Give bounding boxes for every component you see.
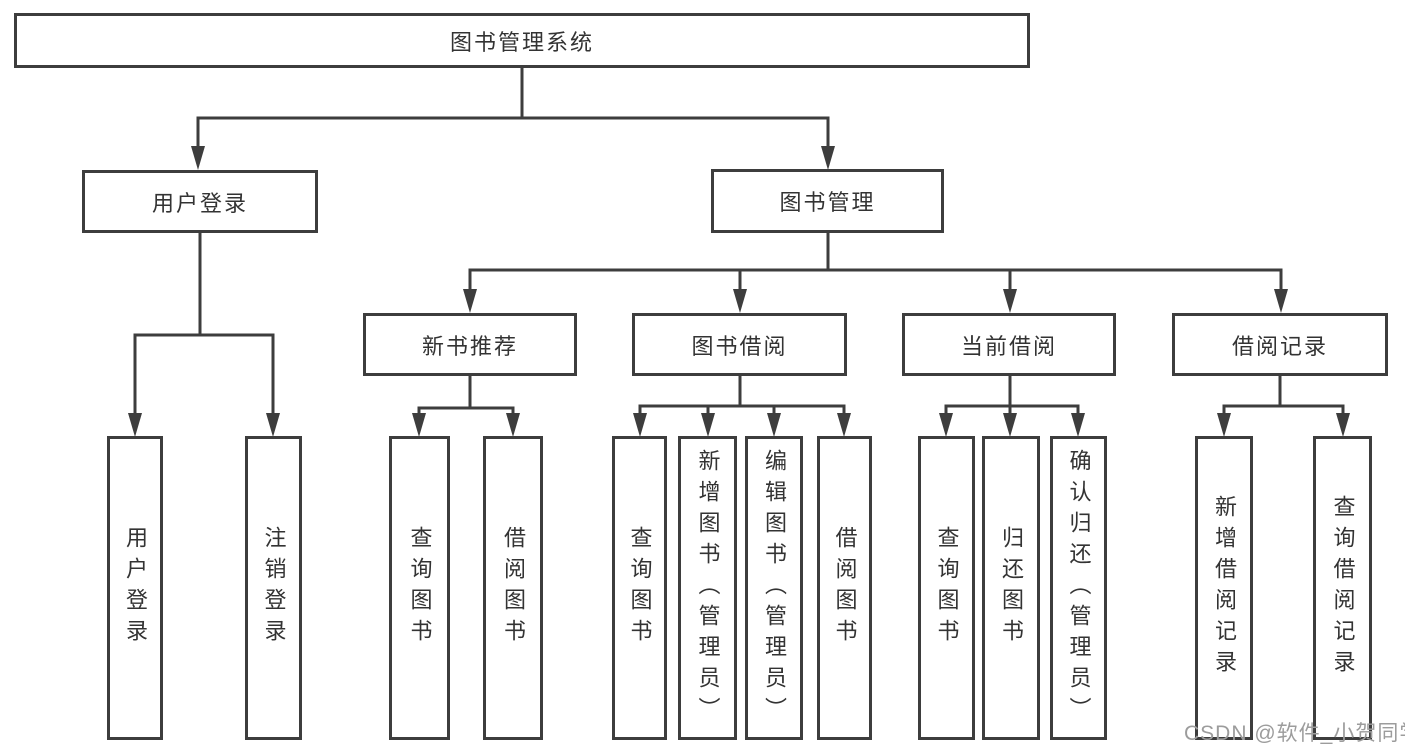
node-book-borrow-label: 图书借阅 (691, 333, 788, 359)
leaf-label: 借阅图书 (832, 526, 858, 650)
leaf-query-books-borrow: 查询图书 (612, 436, 667, 740)
leaf-label: 新增图书（管理员） (695, 448, 721, 728)
connector-bookmgmt-rail (468, 268, 1283, 292)
leaf-label: 查询借阅记录 (1330, 495, 1356, 681)
arrow-icon (701, 413, 715, 437)
arrow-icon (128, 413, 142, 437)
arrow-icon (767, 413, 781, 437)
leaf-label: 查询图书 (407, 526, 433, 650)
connector-newbook-rail (417, 406, 515, 416)
leaf-borrow-books: 借阅图书 (817, 436, 872, 740)
leaf-label: 新增借阅记录 (1212, 495, 1237, 681)
connector-currentborrow-rail (944, 404, 1080, 416)
connector-root-rail (196, 116, 830, 148)
node-current-borrow-label: 当前借阅 (960, 333, 1057, 359)
node-root: 图书管理系统 (14, 13, 1030, 68)
connector-bookborrow-rail (638, 404, 846, 416)
node-current-borrow: 当前借阅 (902, 313, 1116, 376)
leaf-confirm-return-admin: 确认归还（管理员） (1050, 436, 1107, 740)
leaf-logout: 注销登录 (245, 436, 302, 740)
leaf-edit-books-admin: 编辑图书（管理员） (745, 436, 803, 740)
leaf-return-books: 归还图书 (982, 436, 1040, 740)
node-user-login-label: 用户登录 (151, 190, 248, 216)
leaf-label: 注销登录 (261, 526, 287, 650)
node-book-management-label: 图书管理 (779, 190, 876, 215)
arrow-icon (633, 413, 647, 437)
arrow-icon (506, 413, 520, 437)
node-borrow-records: 借阅记录 (1172, 313, 1388, 376)
node-root-label: 图书管理系统 (449, 29, 594, 55)
leaf-add-borrow-record: 新增借阅记录 (1195, 436, 1253, 740)
leaf-user-login: 用户登录 (107, 436, 163, 740)
leaf-label: 查询图书 (627, 526, 653, 650)
leaf-query-books-recommend: 查询图书 (389, 436, 450, 740)
arrowheads (128, 146, 1350, 437)
node-borrow-records-label: 借阅记录 (1231, 333, 1328, 359)
leaf-query-borrow-record: 查询借阅记录 (1313, 436, 1372, 740)
connector-userlogin-rail (133, 333, 275, 416)
leaf-add-books-admin: 新增图书（管理员） (678, 436, 737, 740)
leaf-label: 借阅图书 (501, 526, 526, 650)
connector-borrowrecords-rail (1222, 404, 1345, 416)
node-new-book-recommend: 新书推荐 (363, 313, 577, 376)
leaf-label: 确认归还（管理员） (1066, 448, 1092, 728)
arrow-icon (191, 146, 205, 170)
arrow-icon (1003, 413, 1017, 437)
arrow-icon (412, 413, 426, 437)
node-user-login: 用户登录 (82, 170, 318, 233)
arrow-icon (821, 146, 835, 170)
arrow-icon (1336, 413, 1350, 437)
leaf-label: 查询图书 (934, 526, 960, 650)
arrow-icon (1071, 413, 1085, 437)
arrow-icon (1003, 289, 1017, 313)
leaf-label: 编辑图书（管理员） (762, 448, 787, 728)
arrow-icon (733, 289, 747, 313)
arrow-icon (1217, 413, 1231, 437)
leaf-query-books-current: 查询图书 (918, 436, 975, 740)
arrow-icon (463, 289, 477, 313)
leaf-label: 用户登录 (123, 526, 148, 650)
arrow-icon (1274, 289, 1288, 313)
node-new-book-recommend-label: 新书推荐 (421, 333, 518, 359)
arrow-icon (837, 413, 851, 437)
leaf-borrow-books-recommend: 借阅图书 (483, 436, 543, 740)
node-book-management: 图书管理 (711, 169, 944, 233)
arrow-icon (939, 413, 953, 437)
leaf-label: 归还图书 (999, 526, 1024, 650)
arrow-icon (266, 413, 280, 437)
csdn-watermark: CSDN @软件_小贺同学 (1184, 722, 1405, 745)
node-book-borrow: 图书借阅 (632, 313, 847, 376)
